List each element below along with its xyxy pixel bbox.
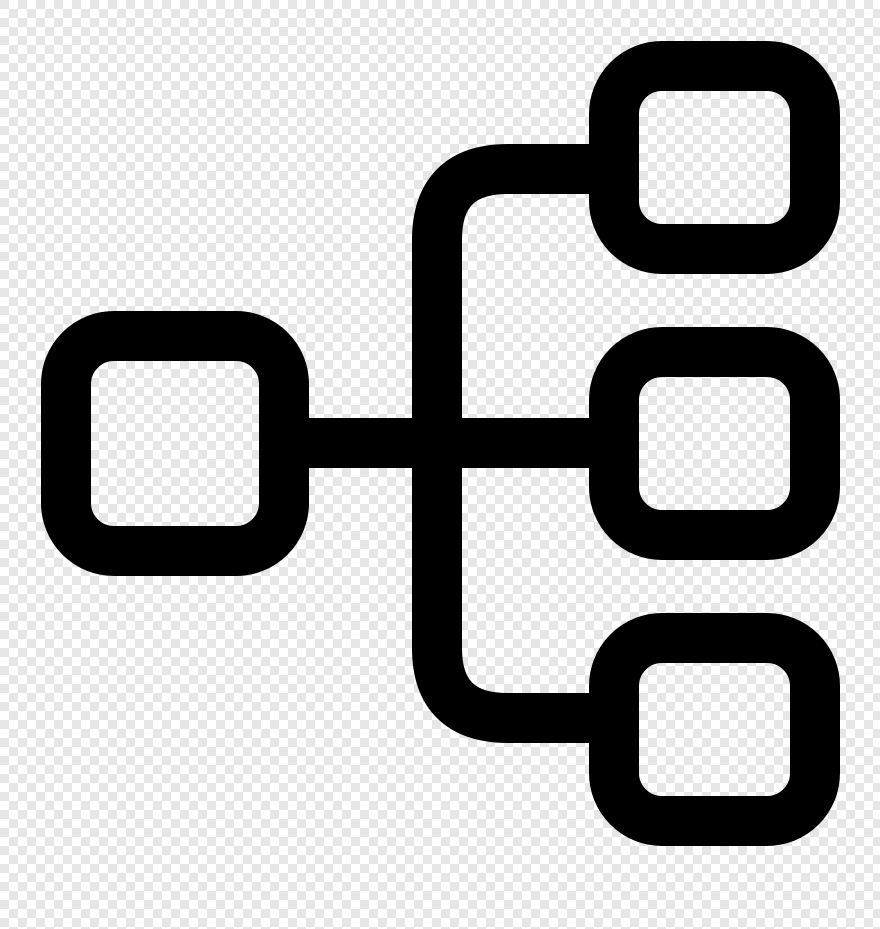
- child-node-top: [589, 41, 840, 274]
- connector-trunk-bottom: [412, 443, 614, 743]
- root-node: [41, 311, 309, 576]
- child-node-bottom: [589, 613, 840, 846]
- child-node-middle: [589, 327, 840, 560]
- connector-trunk-top: [412, 144, 614, 443]
